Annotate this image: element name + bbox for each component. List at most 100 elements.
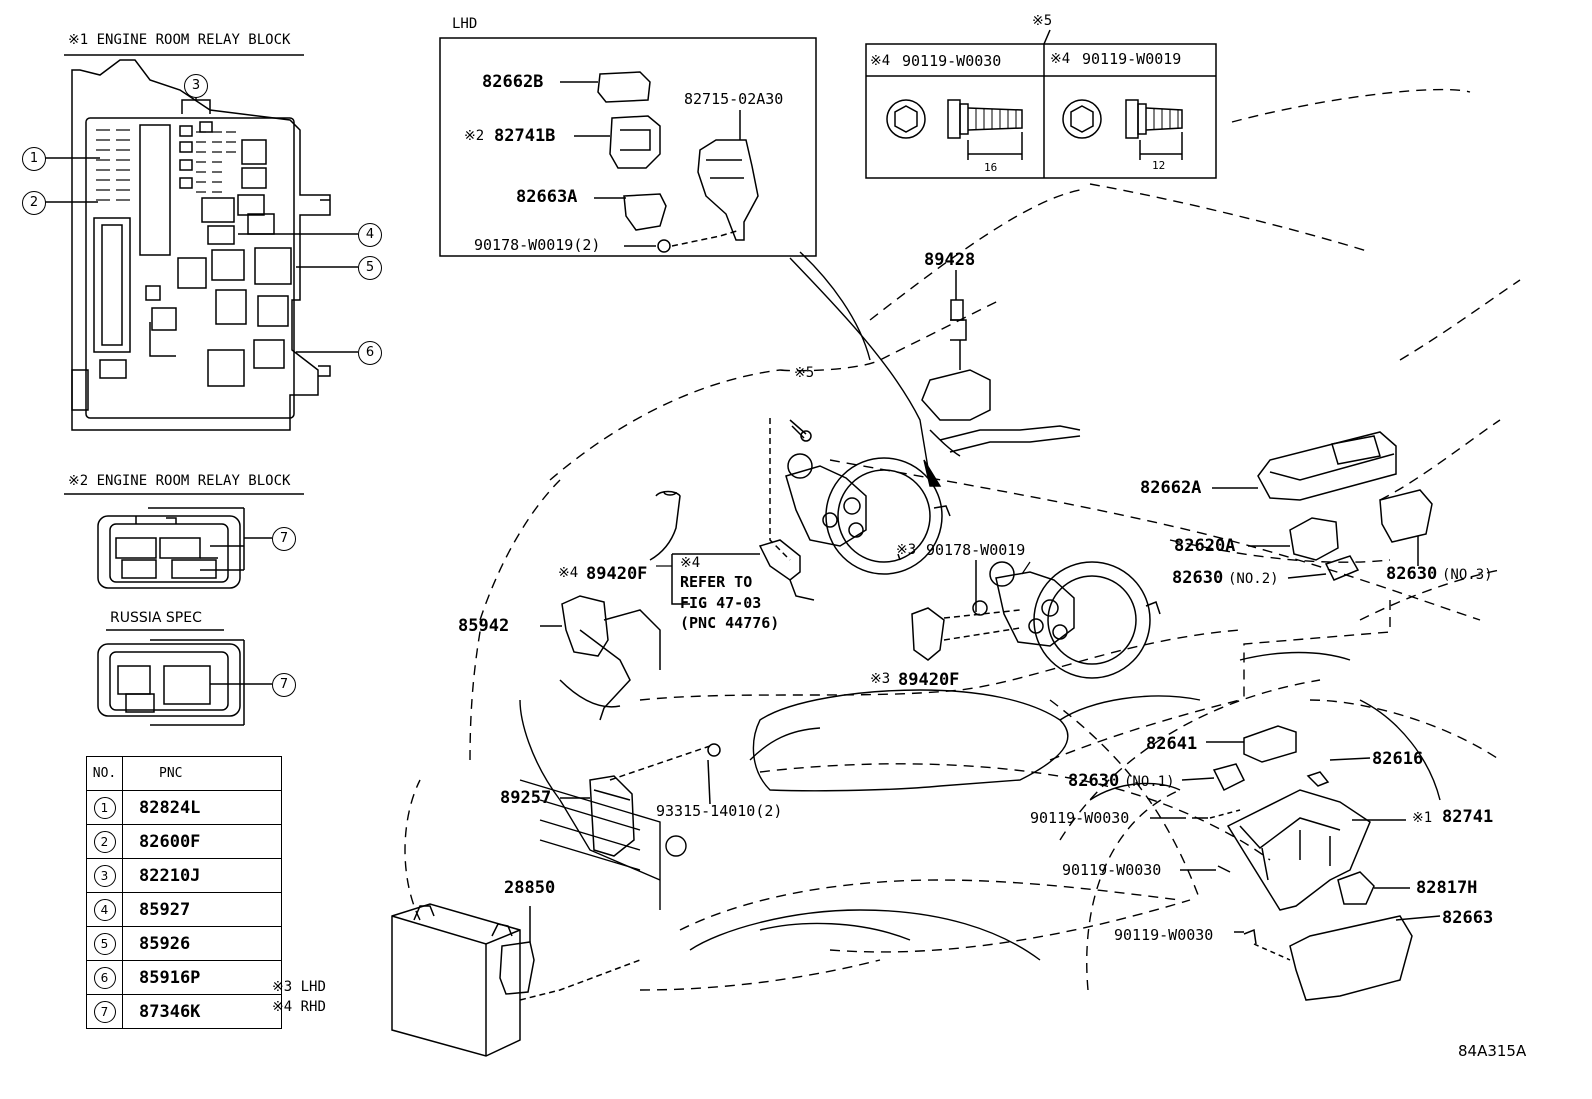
refer-line-2[interactable]: FIG 47-03 [680, 594, 762, 612]
callout-5: 5 [358, 256, 382, 280]
relay-82630-no2 [1287, 555, 1360, 581]
part-89420F-rhd[interactable]: 89420F [586, 564, 648, 584]
note-rhd: ※4 RHD [272, 999, 326, 1015]
relay-block-1-drawing [45, 54, 358, 431]
relay-cover-82662A [1212, 431, 1397, 501]
pnc-legend-table: NO. PNC 1 82824L 2 82600F 3 82210J 4 859… [86, 756, 282, 1029]
part-90119-W0030-c[interactable]: 90119-W0030 [1114, 926, 1214, 944]
ref-2-prefix: ※2 [464, 128, 485, 144]
ref-5-label: ※5 [794, 365, 815, 381]
ref-3-prefix-89420F: ※3 [870, 671, 891, 687]
refer-prefix: ※4 [680, 555, 701, 571]
relay-block-1-title: ※1 ENGINE ROOM RELAY BLOCK [68, 32, 291, 48]
brake-booster-upper [785, 453, 951, 575]
part-82630-no1-suffix: (NO.1) [1124, 774, 1175, 790]
legend-header-row: NO. PNC [86, 756, 282, 791]
part-89420F-lhd[interactable]: 89420F [898, 670, 960, 690]
brake-booster-lower [989, 561, 1161, 679]
bolt-box-drawing [865, 29, 1217, 179]
legend-pnc: 82600F [122, 824, 282, 859]
part-82630-no2[interactable]: 82630 [1172, 568, 1224, 588]
part-82630-no1[interactable]: 82630 [1068, 771, 1120, 791]
legend-row: 4 85927 [86, 892, 282, 927]
part-82741B[interactable]: 82741B [494, 126, 556, 146]
legend-row: 6 85916P [86, 960, 282, 995]
callout-7b: 7 [272, 673, 296, 697]
pipe-89420F-upper [649, 490, 815, 605]
relay-block-2-title: ※2 ENGINE ROOM RELAY BLOCK [68, 473, 291, 489]
lhd-box-drawing [439, 37, 817, 257]
legend-pnc: 85926 [122, 926, 282, 961]
part-90178-W0019[interactable]: 90178-W0019 [926, 541, 1026, 559]
bolt-ref5-drawing [769, 418, 812, 561]
bracket-85942 [540, 595, 661, 721]
part-82663[interactable]: 82663 [1442, 908, 1494, 928]
part-82630-no3-suffix: (NO.3) [1442, 567, 1493, 583]
refer-line-3[interactable]: (PNC 44776) [680, 614, 780, 632]
bolt-right-prefix: ※4 [1050, 51, 1071, 67]
bolt-box-ref-5: ※5 [1032, 13, 1053, 29]
leader-lines [656, 561, 1031, 575]
part-89428[interactable]: 89428 [924, 250, 976, 270]
relay-82630-no3 [1379, 489, 1433, 566]
part-82662A[interactable]: 82662A [1140, 478, 1202, 498]
callout-4: 4 [358, 223, 382, 247]
note-lhd: ※3 LHD [272, 979, 326, 995]
legend-no: 4 [93, 898, 116, 921]
part-90178-W0019-2[interactable]: 90178-W0019(2) [474, 236, 601, 254]
part-82620A[interactable]: 82620A [1174, 536, 1236, 556]
ref-3-prefix-90178: ※3 [896, 542, 917, 558]
sensor-89420F-lower [911, 560, 1021, 661]
module-89257 [560, 743, 721, 857]
part-82616[interactable]: 82616 [1372, 749, 1424, 769]
ref-4-prefix-89420F: ※4 [558, 565, 579, 581]
legend-row: 2 82600F [86, 824, 282, 859]
legend-pnc: 85927 [122, 892, 282, 927]
legend-row: 5 85926 [86, 926, 282, 961]
part-82662B[interactable]: 82662B [482, 72, 544, 92]
part-82630-no3[interactable]: 82630 [1386, 564, 1438, 584]
legend-pnc: 85916P [122, 960, 282, 995]
part-93315-14010-2[interactable]: 93315-14010(2) [656, 802, 783, 820]
part-82715-02A30[interactable]: 82715-02A30 [684, 90, 784, 108]
part-90119-W0030-b[interactable]: 90119-W0030 [1062, 861, 1162, 879]
battery-28850 [391, 903, 641, 1057]
part-90119-W0030-a[interactable]: 90119-W0030 [1030, 809, 1130, 827]
relay-block-lower-right [1150, 725, 1441, 1001]
part-82630-no2-suffix: (NO.2) [1228, 571, 1279, 587]
bolt-left-part[interactable]: 90119-W0030 [902, 52, 1002, 70]
ref-1-prefix-82741: ※1 [1412, 810, 1433, 826]
part-82641[interactable]: 82641 [1146, 734, 1198, 754]
legend-no: 5 [93, 932, 116, 955]
bolt-right-dim: 12 [1152, 159, 1166, 172]
callout-2: 2 [22, 191, 46, 215]
callout-1: 1 [22, 147, 46, 171]
legend-no: 7 [93, 1000, 116, 1023]
legend-header-no: NO. [86, 756, 123, 791]
bolt-right-part[interactable]: 90119-W0019 [1082, 50, 1182, 68]
part-28850[interactable]: 28850 [504, 878, 556, 898]
legend-no: 3 [93, 864, 116, 887]
diagram-code: 84A315A [1458, 1042, 1527, 1060]
bolt-left-prefix: ※4 [870, 53, 891, 69]
relay-82620A [1248, 517, 1339, 561]
part-82817H[interactable]: 82817H [1416, 878, 1478, 898]
legend-pnc: 87346K [122, 994, 282, 1029]
part-82741[interactable]: 82741 [1442, 807, 1494, 827]
legend-header-pnc: PNC [122, 756, 282, 791]
legend-no: 6 [93, 966, 116, 989]
part-82663A[interactable]: 82663A [516, 187, 578, 207]
legend-no: 1 [93, 796, 116, 819]
hood-and-headlamp [519, 251, 1441, 961]
bolt-left-dim: 16 [984, 161, 998, 174]
lhd-box-title: LHD [452, 16, 478, 32]
callout-7a: 7 [272, 527, 296, 551]
legend-row: 1 82824L [86, 790, 282, 825]
part-89257[interactable]: 89257 [500, 788, 552, 808]
legend-no: 2 [93, 830, 116, 853]
sensor-89428-drawing [921, 270, 1081, 457]
part-85942[interactable]: 85942 [458, 616, 510, 636]
legend-pnc: 82210J [122, 858, 282, 893]
